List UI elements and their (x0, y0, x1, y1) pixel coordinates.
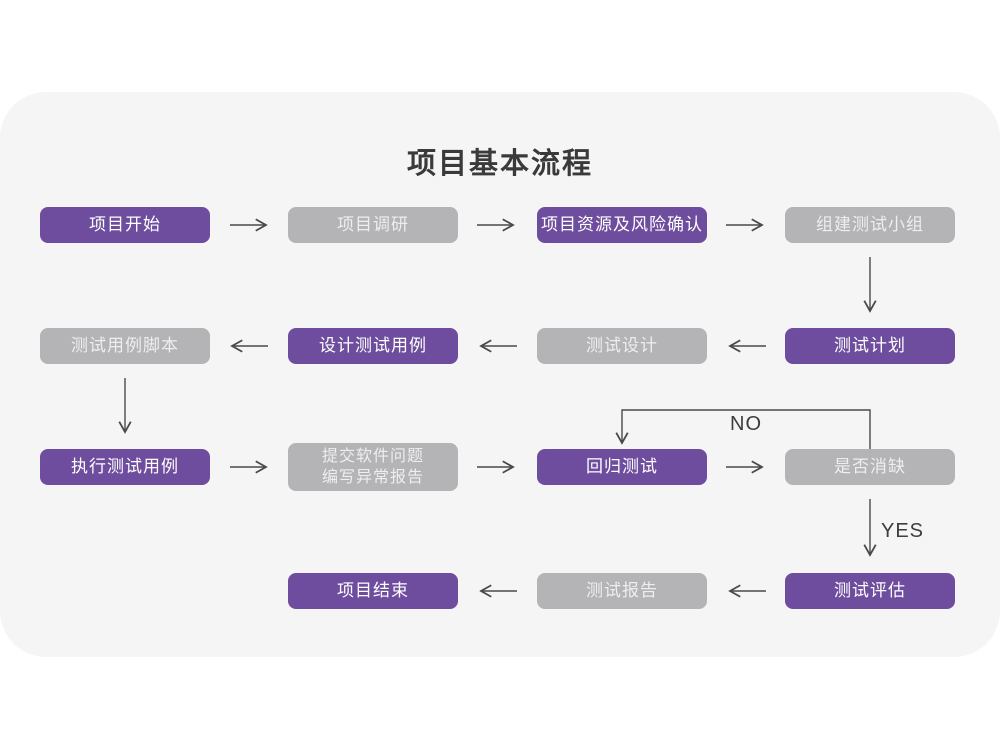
node-project-end: 项目结束 (288, 573, 458, 609)
node-test-design: 测试设计 (537, 328, 707, 364)
node-design-test-cases: 设计测试用例 (288, 328, 458, 364)
node-test-case-script: 测试用例脚本 (40, 328, 210, 364)
node-test-report: 测试报告 (537, 573, 707, 609)
node-submit-issue-report: 提交软件问题 编写异常报告 (288, 443, 458, 491)
flowchart-card (0, 92, 1000, 657)
node-build-test-team: 组建测试小组 (785, 207, 955, 243)
node-defect-cleared: 是否消缺 (785, 449, 955, 485)
node-project-research: 项目调研 (288, 207, 458, 243)
node-resource-risk-confirm: 项目资源及风险确认 (537, 207, 707, 243)
node-execute-test-cases: 执行测试用例 (40, 449, 210, 485)
node-test-evaluation: 测试评估 (785, 573, 955, 609)
node-regression-test: 回归测试 (537, 449, 707, 485)
branch-label-no: NO (730, 413, 762, 435)
page-title: 项目基本流程 (406, 148, 593, 180)
node-project-start: 项目开始 (40, 207, 210, 243)
node-test-plan: 测试计划 (785, 328, 955, 364)
branch-label-yes: YES (881, 520, 925, 542)
